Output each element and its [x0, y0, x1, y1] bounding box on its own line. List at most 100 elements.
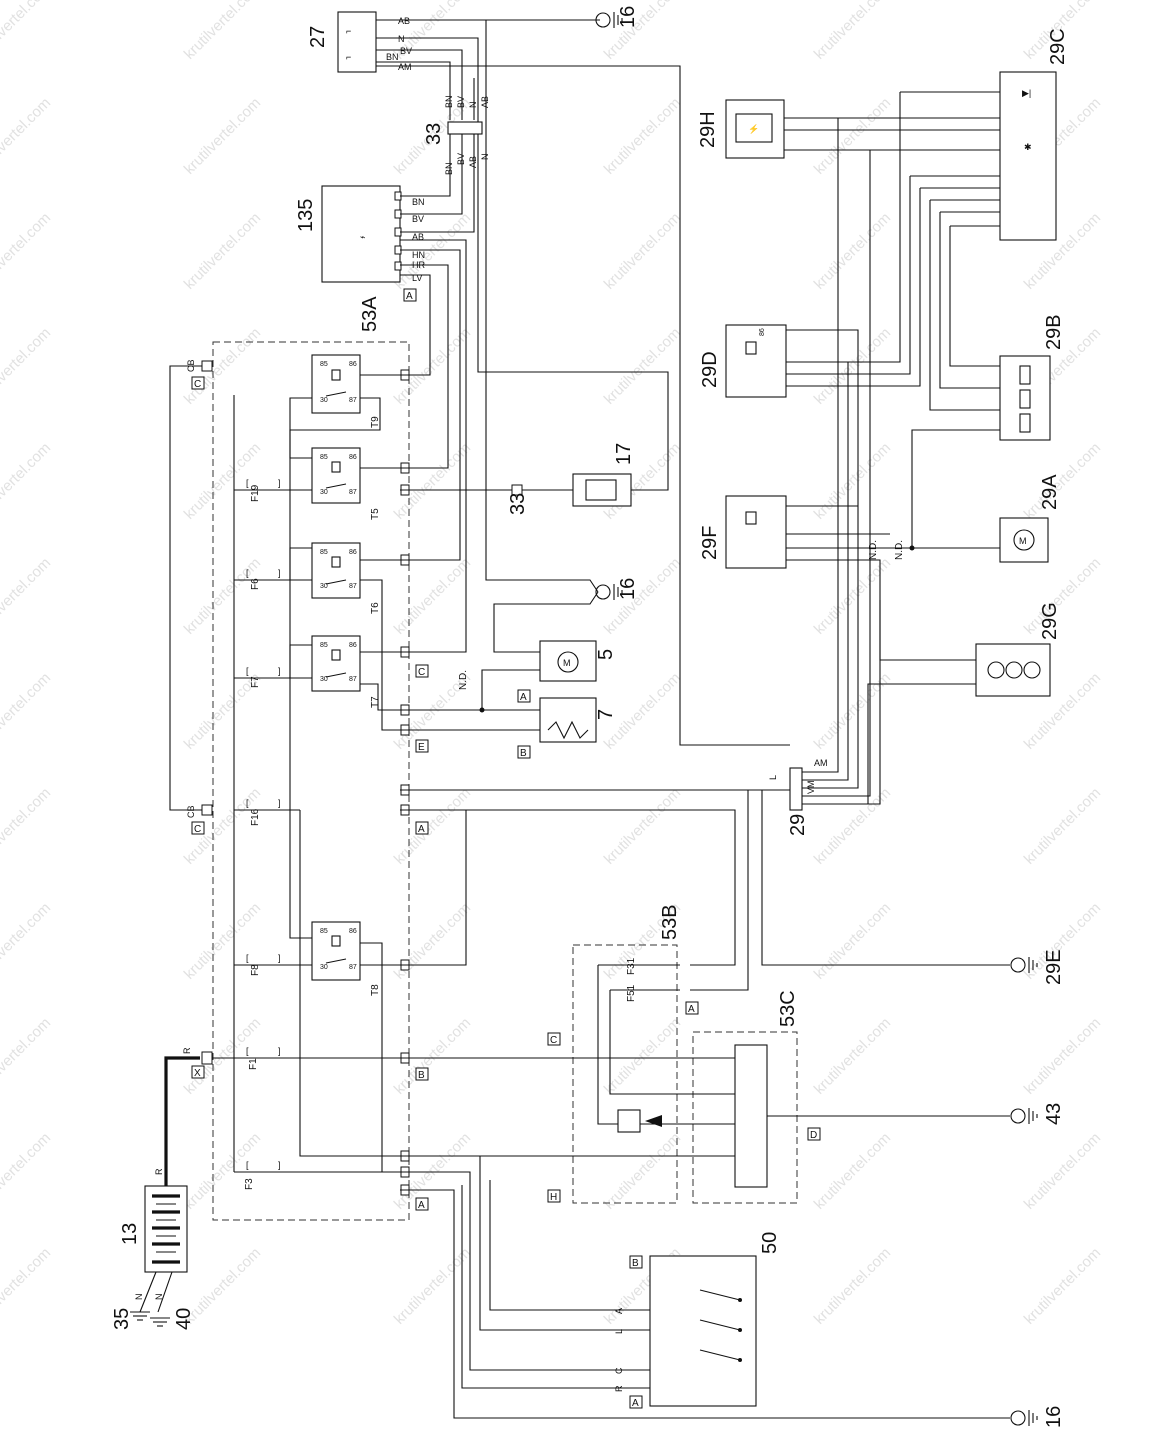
svg-text:N: N — [480, 154, 490, 161]
svg-text:F31: F31 — [626, 957, 637, 975]
watermark-text: krutilvertel.com — [811, 94, 894, 177]
svg-text:F3: F3 — [244, 1178, 255, 1190]
watermark-text: krutilvertel.com — [601, 94, 684, 177]
connector-a-53b — [685, 1001, 699, 1015]
motor-29a — [999, 517, 1049, 563]
svg-text:L: L — [614, 1329, 624, 1334]
connector-x — [191, 1065, 205, 1079]
connector-x-pin — [201, 1051, 213, 1065]
connector-a-135 — [403, 288, 417, 302]
svg-text:B: B — [520, 748, 527, 759]
connector-29 — [789, 767, 803, 811]
label-40: 40 — [173, 1308, 195, 1330]
svg-text:C: C — [194, 379, 201, 390]
connector-b-7 — [517, 745, 531, 759]
wire-29e — [761, 790, 1010, 966]
svg-text:87: 87 — [349, 397, 357, 404]
svg-text:AB: AB — [480, 96, 490, 108]
svg-text:X: X — [194, 1068, 201, 1079]
svg-text:[: [ — [246, 1160, 249, 1170]
wire-lg — [690, 790, 749, 991]
connector-a-7 — [517, 689, 531, 703]
svg-text:BN: BN — [412, 197, 425, 207]
watermark-text: krutilvertel.com — [0, 209, 54, 292]
watermark-text: krutilvertel.com — [0, 0, 54, 63]
svg-text:⌐: ⌐ — [346, 26, 351, 36]
svg-text:M: M — [563, 658, 571, 668]
svg-text:[: [ — [246, 666, 249, 676]
label-16-mid: 16 — [617, 578, 639, 600]
watermark-text: krutilvertel.com — [0, 1129, 54, 1212]
watermark-text: krutilvertel.com — [1021, 1129, 1104, 1212]
svg-text:86: 86 — [349, 549, 357, 556]
svg-text:86: 86 — [349, 454, 357, 461]
svg-text:A: A — [632, 1398, 639, 1409]
svg-text:[: [ — [246, 568, 249, 578]
connector-b-r — [415, 1067, 429, 1081]
label-35: 35 — [111, 1308, 133, 1330]
fuse-f6: [] F6 — [234, 568, 312, 590]
watermark-text: krutilvertel.com — [811, 1129, 894, 1212]
label-53c: 53C — [777, 990, 799, 1027]
battery-neg-wire-40 — [157, 1271, 173, 1313]
svg-text:AM: AM — [398, 62, 412, 72]
svg-text:⌁: ⌁ — [360, 232, 365, 242]
watermark-text: krutilvertel.com — [391, 554, 474, 637]
svg-text:F6: F6 — [250, 578, 261, 590]
svg-text:87: 87 — [349, 676, 357, 683]
switch-27 — [337, 11, 377, 73]
label-29f: 29F — [699, 526, 721, 560]
fuse-f16: [] F16 — [234, 798, 300, 826]
label-29g: 29G — [1039, 602, 1061, 640]
svg-text:▶|: ▶| — [1022, 88, 1031, 98]
svg-text:A: A — [688, 1004, 695, 1015]
box-53b-fuses: F31 F51 — [597, 957, 680, 1125]
connector-a-bottom — [415, 1197, 429, 1211]
label-29a: 29A — [1039, 474, 1061, 510]
connector-c-top — [191, 376, 205, 390]
svg-text:BN: BN — [444, 162, 454, 175]
watermark-text: krutilvertel.com — [0, 899, 54, 982]
watermark-text: krutilvertel.com — [811, 899, 894, 982]
fuse-f7: [] F7 — [234, 666, 312, 688]
svg-text:F8: F8 — [250, 964, 261, 976]
svg-text:85: 85 — [320, 549, 328, 556]
svg-text:85: 85 — [320, 454, 328, 461]
svg-text:A: A — [418, 824, 425, 835]
switch-50-contacts — [699, 1289, 742, 1362]
watermark-text: krutilvertel.com — [1021, 784, 1104, 867]
svg-text:N.D.: N.D. — [868, 540, 879, 560]
box-53b-outline — [572, 944, 678, 1204]
label-5: 5 — [595, 649, 617, 660]
svg-text:BN: BN — [444, 95, 454, 108]
motor-5 — [539, 640, 597, 682]
connector-c-53b — [547, 1032, 561, 1046]
svg-text:BV: BV — [412, 214, 424, 224]
wire-n-to-5 — [493, 591, 599, 653]
label-29: 29 — [787, 814, 809, 836]
heater-7 — [539, 697, 597, 743]
watermark-text: krutilvertel.com — [181, 1129, 264, 1212]
wire-ground-16-bottom — [400, 1189, 1010, 1419]
label-29c: 29C — [1047, 28, 1069, 65]
ignition-switch-50 — [649, 1255, 757, 1407]
watermark-text: krutilvertel.com — [0, 554, 54, 637]
watermark-text: krutilvertel.com — [181, 439, 264, 522]
svg-text:30: 30 — [320, 676, 328, 683]
label-29e: 29E — [1043, 949, 1065, 985]
ground-43-icon — [1010, 1108, 1026, 1124]
svg-text:LV: LV — [412, 273, 422, 283]
svg-text:BN: BN — [386, 52, 399, 62]
svg-text:87: 87 — [349, 964, 357, 971]
svg-text:E: E — [418, 742, 425, 753]
label-7: 7 — [595, 709, 617, 720]
svg-text:CB: CB — [186, 805, 196, 818]
svg-text:F16: F16 — [250, 808, 261, 826]
watermark-text: krutilvertel.com — [811, 784, 894, 867]
svg-text:F19: F19 — [250, 484, 261, 502]
svg-text:T6: T6 — [370, 602, 381, 614]
svg-text:AB: AB — [468, 156, 478, 168]
resistor-pack-29b — [999, 355, 1051, 441]
